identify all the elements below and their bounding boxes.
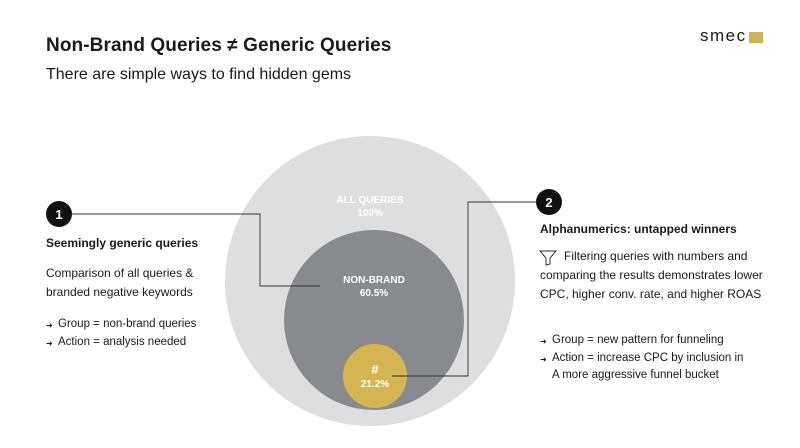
smec-logo: smec bbox=[700, 26, 763, 46]
all-queries-label: ALL QUERIES 100% bbox=[320, 194, 420, 220]
page-title: Non-Brand Queries ≠ Generic Queries bbox=[46, 35, 392, 56]
page-subtitle: There are simple ways to find hidden gem… bbox=[46, 66, 352, 83]
list-item: ➜ Group = new pattern for funneling bbox=[540, 332, 770, 350]
non-brand-circle bbox=[284, 230, 464, 410]
logo-text: smec bbox=[700, 26, 747, 45]
bullet-text: Group = non-brand queries bbox=[58, 318, 197, 330]
bullet-text: Action = analysis needed bbox=[58, 336, 187, 348]
connector-line-1 bbox=[72, 213, 320, 287]
list-item: ➜ Action = analysis needed bbox=[46, 334, 196, 352]
non-brand-label: NON-BRAND 60.5% bbox=[324, 274, 424, 300]
step-2-badge: 2 bbox=[536, 189, 562, 215]
all-queries-title: ALL QUERIES bbox=[336, 195, 404, 206]
right-bullet-list: ➜ Group = new pattern for funneling ➜ Ac… bbox=[540, 332, 770, 384]
left-description: Comparison of all queries & branded nega… bbox=[46, 266, 194, 299]
non-brand-title: NON-BRAND bbox=[343, 275, 405, 286]
non-brand-value: 60.5% bbox=[359, 288, 389, 299]
bullet-text: Action = increase CPC by inclusion in A … bbox=[552, 352, 744, 381]
alphanumeric-label: # 21.2% bbox=[345, 362, 405, 391]
step-1-badge: 1 bbox=[46, 201, 72, 227]
bullet-text: Group = new pattern for funneling bbox=[552, 334, 724, 346]
arrow-right-icon: ➜ bbox=[540, 337, 547, 346]
alphanumeric-circle bbox=[343, 344, 407, 408]
arrow-right-icon: ➜ bbox=[46, 321, 53, 330]
funnel-icon bbox=[539, 250, 557, 266]
list-item: ➜ Group = non-brand queries bbox=[46, 316, 196, 334]
logo-mark bbox=[748, 32, 763, 43]
left-heading: Seemingly generic queries bbox=[46, 236, 199, 250]
right-description: Filtering queries with numbers and compa… bbox=[540, 249, 763, 301]
arrow-right-icon: ➜ bbox=[540, 355, 547, 364]
all-queries-value: 100% bbox=[357, 208, 383, 219]
right-heading: Alphanumerics: untapped winners bbox=[540, 222, 737, 236]
left-bullet-list: ➜ Group = non-brand queries ➜ Action = a… bbox=[46, 316, 196, 352]
alphanumeric-value: 21.2% bbox=[360, 379, 390, 390]
list-item: ➜ Action = increase CPC by inclusion in … bbox=[540, 350, 770, 384]
arrow-right-icon: ➜ bbox=[46, 339, 53, 348]
connector-line-2 bbox=[392, 201, 536, 377]
alphanumeric-title: # bbox=[371, 362, 379, 377]
